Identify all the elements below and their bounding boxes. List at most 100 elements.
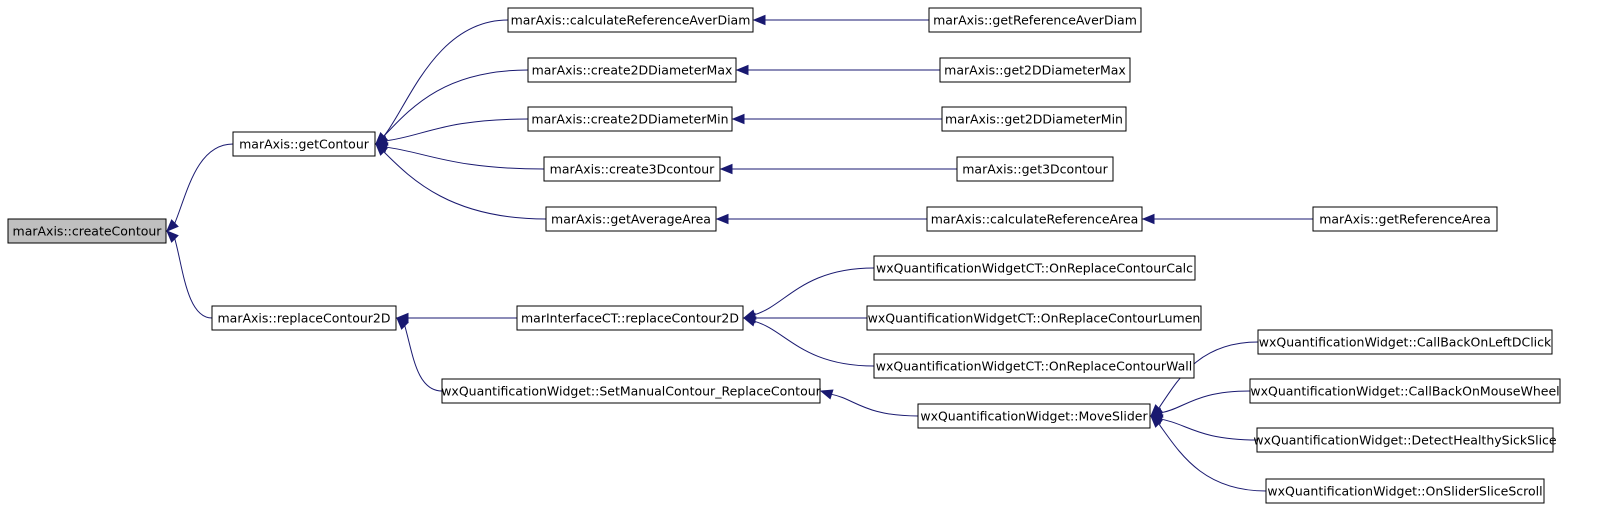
node-wq-detect[interactable]: wxQuantificationWidget::DetectHealthySic…: [1253, 427, 1557, 453]
node-box: [441, 378, 821, 404]
node-label: wxQuantificationWidget::SetManualContour…: [441, 384, 821, 399]
arrowhead: [166, 219, 179, 232]
node-label: marAxis::getContour: [239, 137, 370, 152]
node-label: wxQuantificationWidgetCT::OnReplaceConto…: [876, 359, 1192, 374]
node-label: marAxis::calculateReferenceAverDiam: [511, 13, 751, 28]
node-label: marInterfaceCT::replaceContour2D: [521, 311, 739, 326]
node-get-ref-area[interactable]: marAxis::getReferenceArea: [1312, 206, 1498, 232]
node-wq-slider-scroll[interactable]: wxQuantificationWidget::OnSliderSliceScr…: [1265, 478, 1545, 504]
edge-get-ref-area-to-calc-ref-area: [1141, 213, 1313, 225]
node-label: wxQuantificationWidget::CallBackOnLeftDC…: [1259, 335, 1552, 350]
node-box: [211, 305, 397, 331]
node-box: [926, 206, 1143, 232]
node-label: wxQuantificationWidgetCT::OnReplaceConto…: [868, 311, 1201, 326]
arrowhead: [735, 64, 749, 76]
node-label: marAxis::create2DDiameterMax: [532, 63, 733, 78]
edge-create3-dcontour-to-get-contour: [374, 142, 545, 170]
arrowhead: [742, 316, 757, 327]
node-box: [527, 106, 733, 132]
node-wqct-lumen[interactable]: wxQuantificationWidgetCT::OnReplaceConto…: [866, 305, 1202, 331]
node-create3-dcontour[interactable]: marAxis::create3Dcontour: [543, 156, 721, 182]
arrowhead: [819, 389, 834, 400]
edge-line: [754, 267, 875, 316]
edge-line: [383, 19, 509, 137]
node-wqct-calc[interactable]: wxQuantificationWidgetCT::OnReplaceConto…: [873, 255, 1196, 281]
node-calc-ref-area[interactable]: marAxis::calculateReferenceArea: [926, 206, 1143, 232]
node-label: wxQuantificationWidget::CallBackOnMouseW…: [1250, 384, 1559, 399]
node-label: marAxis::calculateReferenceArea: [931, 212, 1139, 227]
node-calc-ref-aver-diam[interactable]: marAxis::calculateReferenceAverDiam: [507, 7, 754, 33]
node-box: [507, 7, 754, 33]
node-box: [873, 353, 1195, 379]
edge-wqct-wall-to-ict-replace2-d: [742, 316, 875, 367]
node-box: [866, 305, 1202, 331]
edge-wq-slider-scroll-to-wq-move-slider: [1150, 415, 1267, 492]
edge-line: [386, 146, 545, 170]
edge-get2-ddiam-max-to-create2-ddiam-max: [735, 64, 940, 76]
node-label: marAxis::get2DDiameterMax: [944, 63, 1126, 78]
node-box: [543, 156, 721, 182]
node-label: marAxis::getReferenceArea: [1319, 212, 1491, 227]
node-label: marAxis::getAverageArea: [551, 212, 711, 227]
edge-line: [174, 143, 234, 224]
node-label: marAxis::get2DDiameterMin: [945, 112, 1123, 127]
edge-get3-dcontour-to-create3-dcontour: [719, 163, 957, 175]
node-wq-left-dclick[interactable]: wxQuantificationWidget::CallBackOnLeftDC…: [1257, 329, 1553, 355]
node-label: marAxis::get3Dcontour: [962, 162, 1108, 177]
edge-line: [1161, 390, 1251, 414]
node-wq-set-manual[interactable]: wxQuantificationWidget::SetManualContour…: [441, 378, 822, 404]
node-label: wxQuantificationWidget::OnSliderSliceScr…: [1267, 484, 1542, 499]
node-get-contour[interactable]: marAxis::getContour: [232, 131, 376, 157]
edge-line: [383, 69, 529, 137]
edge-create2-ddiam-min-to-get-contour: [374, 118, 529, 146]
arrowhead: [1150, 415, 1163, 428]
node-box: [1249, 378, 1561, 404]
node-box: [941, 106, 1127, 132]
arrowhead: [731, 113, 745, 125]
arrowhead: [396, 317, 409, 330]
node-label: wxQuantificationWidget::MoveSlider: [920, 409, 1148, 424]
node-get-ref-aver-diam[interactable]: marAxis::getReferenceAverDiam: [928, 7, 1142, 33]
edge-create2-ddiam-max-to-get-contour: [375, 69, 529, 145]
node-get2-ddiam-max[interactable]: marAxis::get2DDiameterMax: [939, 57, 1131, 83]
node-box: [516, 305, 744, 331]
edge-get2-ddiam-min-to-create2-ddiam-min: [731, 113, 942, 125]
node-wqct-wall[interactable]: wxQuantificationWidgetCT::OnReplaceConto…: [873, 353, 1195, 379]
arrowhead: [1141, 213, 1155, 225]
edge-wq-set-manual-to-replace-contour2-d: [396, 317, 443, 392]
node-box: [939, 57, 1131, 83]
node-box: [956, 156, 1114, 182]
node-label: wxQuantificationWidgetCT::OnReplaceConto…: [876, 261, 1193, 276]
edge-get-ref-aver-diam-to-calc-ref-aver-diam: [752, 14, 929, 26]
node-box: [527, 57, 737, 83]
edge-calc-ref-area-to-get-average-area: [715, 213, 927, 225]
node-create-contour[interactable]: marAxis::createContour: [7, 218, 167, 244]
edge-replace-contour2-d-to-create-contour: [166, 230, 213, 319]
edge-get-average-area-to-get-contour: [375, 143, 547, 220]
node-box: [7, 218, 167, 244]
node-label: marAxis::getReferenceAverDiam: [933, 13, 1137, 28]
node-replace-contour2-d[interactable]: marAxis::replaceContour2D: [211, 305, 397, 331]
arrowhead: [166, 230, 179, 243]
edge-wq-mouse-wheel-to-wq-move-slider: [1149, 390, 1251, 418]
node-box: [1312, 206, 1498, 232]
node-ict-replace2-d[interactable]: marInterfaceCT::replaceContour2D: [516, 305, 744, 331]
node-box: [917, 403, 1151, 429]
arrowhead: [715, 213, 729, 225]
node-wq-mouse-wheel[interactable]: wxQuantificationWidget::CallBackOnMouseW…: [1249, 378, 1561, 404]
edge-line: [1161, 418, 1258, 441]
edge-line: [404, 325, 443, 392]
node-get2-ddiam-min[interactable]: marAxis::get2DDiameterMin: [941, 106, 1127, 132]
node-box: [928, 7, 1142, 33]
node-box: [1265, 478, 1545, 504]
node-label: wxQuantificationWidget::DetectHealthySic…: [1253, 433, 1557, 448]
node-wq-move-slider[interactable]: wxQuantificationWidget::MoveSlider: [917, 403, 1151, 429]
edge-line: [174, 238, 213, 319]
node-box: [1257, 329, 1553, 355]
node-get3-dcontour[interactable]: marAxis::get3Dcontour: [956, 156, 1114, 182]
edge-line: [383, 151, 547, 220]
node-box: [232, 131, 376, 157]
node-get-average-area[interactable]: marAxis::getAverageArea: [545, 206, 717, 232]
node-create2-ddiam-min[interactable]: marAxis::create2DDiameterMin: [527, 106, 733, 132]
node-create2-ddiam-max[interactable]: marAxis::create2DDiameterMax: [527, 57, 737, 83]
